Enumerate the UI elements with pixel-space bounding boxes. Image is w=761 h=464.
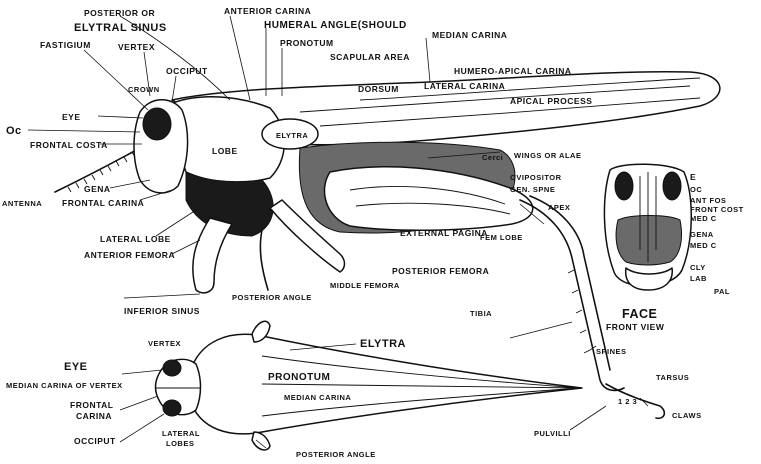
face-left-eye bbox=[615, 172, 633, 200]
label-face-oc: OC bbox=[690, 185, 702, 194]
label-cerci: Cerci bbox=[482, 153, 503, 162]
label-occiput-top: OCCIPUT bbox=[74, 436, 116, 446]
label-apical-process: APICAL PROCESS bbox=[510, 96, 592, 106]
leader-pulvilli bbox=[570, 406, 606, 430]
label-claws: CLAWS bbox=[672, 411, 702, 420]
label-crown: CROWN bbox=[128, 85, 160, 94]
label-apex: APEX bbox=[548, 203, 570, 212]
leader-median-carina bbox=[426, 38, 430, 82]
eye-side bbox=[143, 108, 171, 140]
label-tarsus: TARSUS bbox=[656, 373, 689, 382]
leader-tibia bbox=[510, 322, 572, 338]
tibia-spines bbox=[568, 270, 590, 353]
leader-occiput bbox=[172, 76, 176, 102]
label-posterior-or: POSTERIOR OR bbox=[84, 8, 155, 18]
label-elytra-side: ELYTRA bbox=[276, 131, 308, 140]
label-wings-or-alae: WINGS OR ALAE bbox=[514, 151, 581, 160]
label-face-med-c: MED C bbox=[690, 214, 717, 223]
label-gen-spine: GEN. SPNE bbox=[510, 185, 555, 194]
label-pronotum-side: PRONOTUM bbox=[280, 38, 334, 48]
label-lateral-lobe: LATERAL LOBE bbox=[100, 234, 171, 244]
label-oc-side: Oc bbox=[6, 125, 22, 137]
label-eye-side: EYE bbox=[62, 112, 81, 122]
eye-top-right bbox=[163, 400, 181, 416]
label-antenna: ANTENNA bbox=[2, 199, 42, 208]
label-elytral-sinus: ELYTRAL SINUS bbox=[74, 22, 167, 34]
label-fastigium: FASTIGIUM bbox=[40, 40, 91, 50]
label-lateral-carina: LATERAL CARINA bbox=[424, 81, 505, 91]
label-posterior-femora: POSTERIOR FEMORA bbox=[392, 266, 489, 276]
leader-lateral-lobe bbox=[156, 210, 196, 236]
posterior-angle-line bbox=[260, 230, 268, 290]
label-face-pal: PAL bbox=[714, 287, 730, 296]
eye-top-left bbox=[163, 360, 181, 376]
label-middle-femora: MIDDLE FEMORA bbox=[330, 281, 400, 290]
leader-oc bbox=[28, 130, 140, 132]
leader-fastigium bbox=[84, 50, 148, 110]
label-ovipositor: OVIPOSITOR bbox=[510, 173, 562, 182]
label-face-lab: LAB bbox=[690, 274, 707, 283]
label-face-ant-fos: ANT FOS bbox=[690, 196, 726, 205]
label-humeral-angle: HUMERAL ANGLE(SHOULD bbox=[264, 20, 407, 31]
label-tarsus-numbers: 1 2 3 bbox=[618, 397, 637, 406]
label-pulvilli: PULVILLI bbox=[534, 429, 571, 438]
face-right-eye bbox=[663, 172, 681, 200]
leader-occiput-top bbox=[120, 414, 164, 442]
leader-eye bbox=[98, 116, 143, 118]
anterior-femur bbox=[193, 218, 232, 293]
label-face-med-c2: MED C bbox=[690, 241, 717, 250]
elytra-top-right bbox=[252, 432, 270, 450]
label-vertex-top: VERTEX bbox=[148, 339, 181, 348]
label-frontal-carina-top-1: FRONTAL bbox=[70, 400, 113, 410]
label-median-carina-side: MEDIAN CARINA bbox=[432, 30, 507, 40]
label-eye-top: EYE bbox=[64, 361, 88, 373]
face-view-illustration bbox=[604, 164, 691, 290]
label-humero-apical-carina: HUMERO-APICAL CARINA bbox=[454, 66, 572, 76]
label-face-front-cost: FRONT COST bbox=[690, 205, 744, 214]
label-elytra-top: ELYTRA bbox=[360, 338, 406, 350]
leader-inferior-sinus bbox=[124, 294, 200, 298]
label-spines: SPINES bbox=[596, 347, 627, 356]
label-external-pagina: EXTERNAL PAGINA bbox=[400, 228, 488, 238]
label-tibia: TIBIA bbox=[470, 309, 492, 318]
label-frontal-carina-top-2: CARINA bbox=[76, 411, 112, 421]
label-vertex-side: VERTEX bbox=[118, 42, 155, 52]
label-lateral-lobes-2: LOBES bbox=[166, 439, 194, 448]
label-occiput-side: OCCIPUT bbox=[166, 66, 208, 76]
label-median-carina-top: MEDIAN CARINA bbox=[284, 393, 351, 402]
label-posterior-angle-top: POSTERIOR ANGLE bbox=[296, 450, 376, 459]
label-lateral-lobes-1: LATERAL bbox=[162, 429, 200, 438]
label-frontal-carina-side: FRONTAL CARINA bbox=[62, 198, 144, 208]
label-face-e: E bbox=[690, 172, 696, 182]
label-face-subtitle: FRONT VIEW bbox=[606, 322, 665, 332]
label-face-cly: CLY bbox=[690, 263, 706, 272]
leader-anterior-carina bbox=[230, 16, 250, 100]
label-posterior-angle-side: POSTERIOR ANGLE bbox=[232, 293, 312, 302]
label-anterior-femora: ANTERIOR FEMORA bbox=[84, 250, 175, 260]
label-face-gena: GENA bbox=[690, 230, 714, 239]
label-median-carina-of-vertex: MEDIAN CARINA OF VERTEX bbox=[6, 381, 123, 390]
face-gena bbox=[616, 216, 681, 266]
label-lobe: LOBE bbox=[212, 146, 238, 156]
label-frontal-costa: FRONTAL COSTA bbox=[30, 140, 108, 150]
label-dorsum: DORSUM bbox=[358, 84, 399, 94]
label-face-title: FACE bbox=[622, 307, 657, 321]
label-scapular-area: SCAPULAR AREA bbox=[330, 52, 410, 62]
label-anterior-carina: ANTERIOR CARINA bbox=[224, 6, 311, 16]
label-pronotum-top: PRONOTUM bbox=[268, 372, 330, 383]
leader-frontal-carina-top bbox=[120, 396, 158, 410]
leader-eye-top bbox=[122, 370, 162, 374]
label-gena-side: GENA bbox=[84, 184, 111, 194]
label-inferior-sinus: INFERIOR SINUS bbox=[124, 306, 200, 316]
